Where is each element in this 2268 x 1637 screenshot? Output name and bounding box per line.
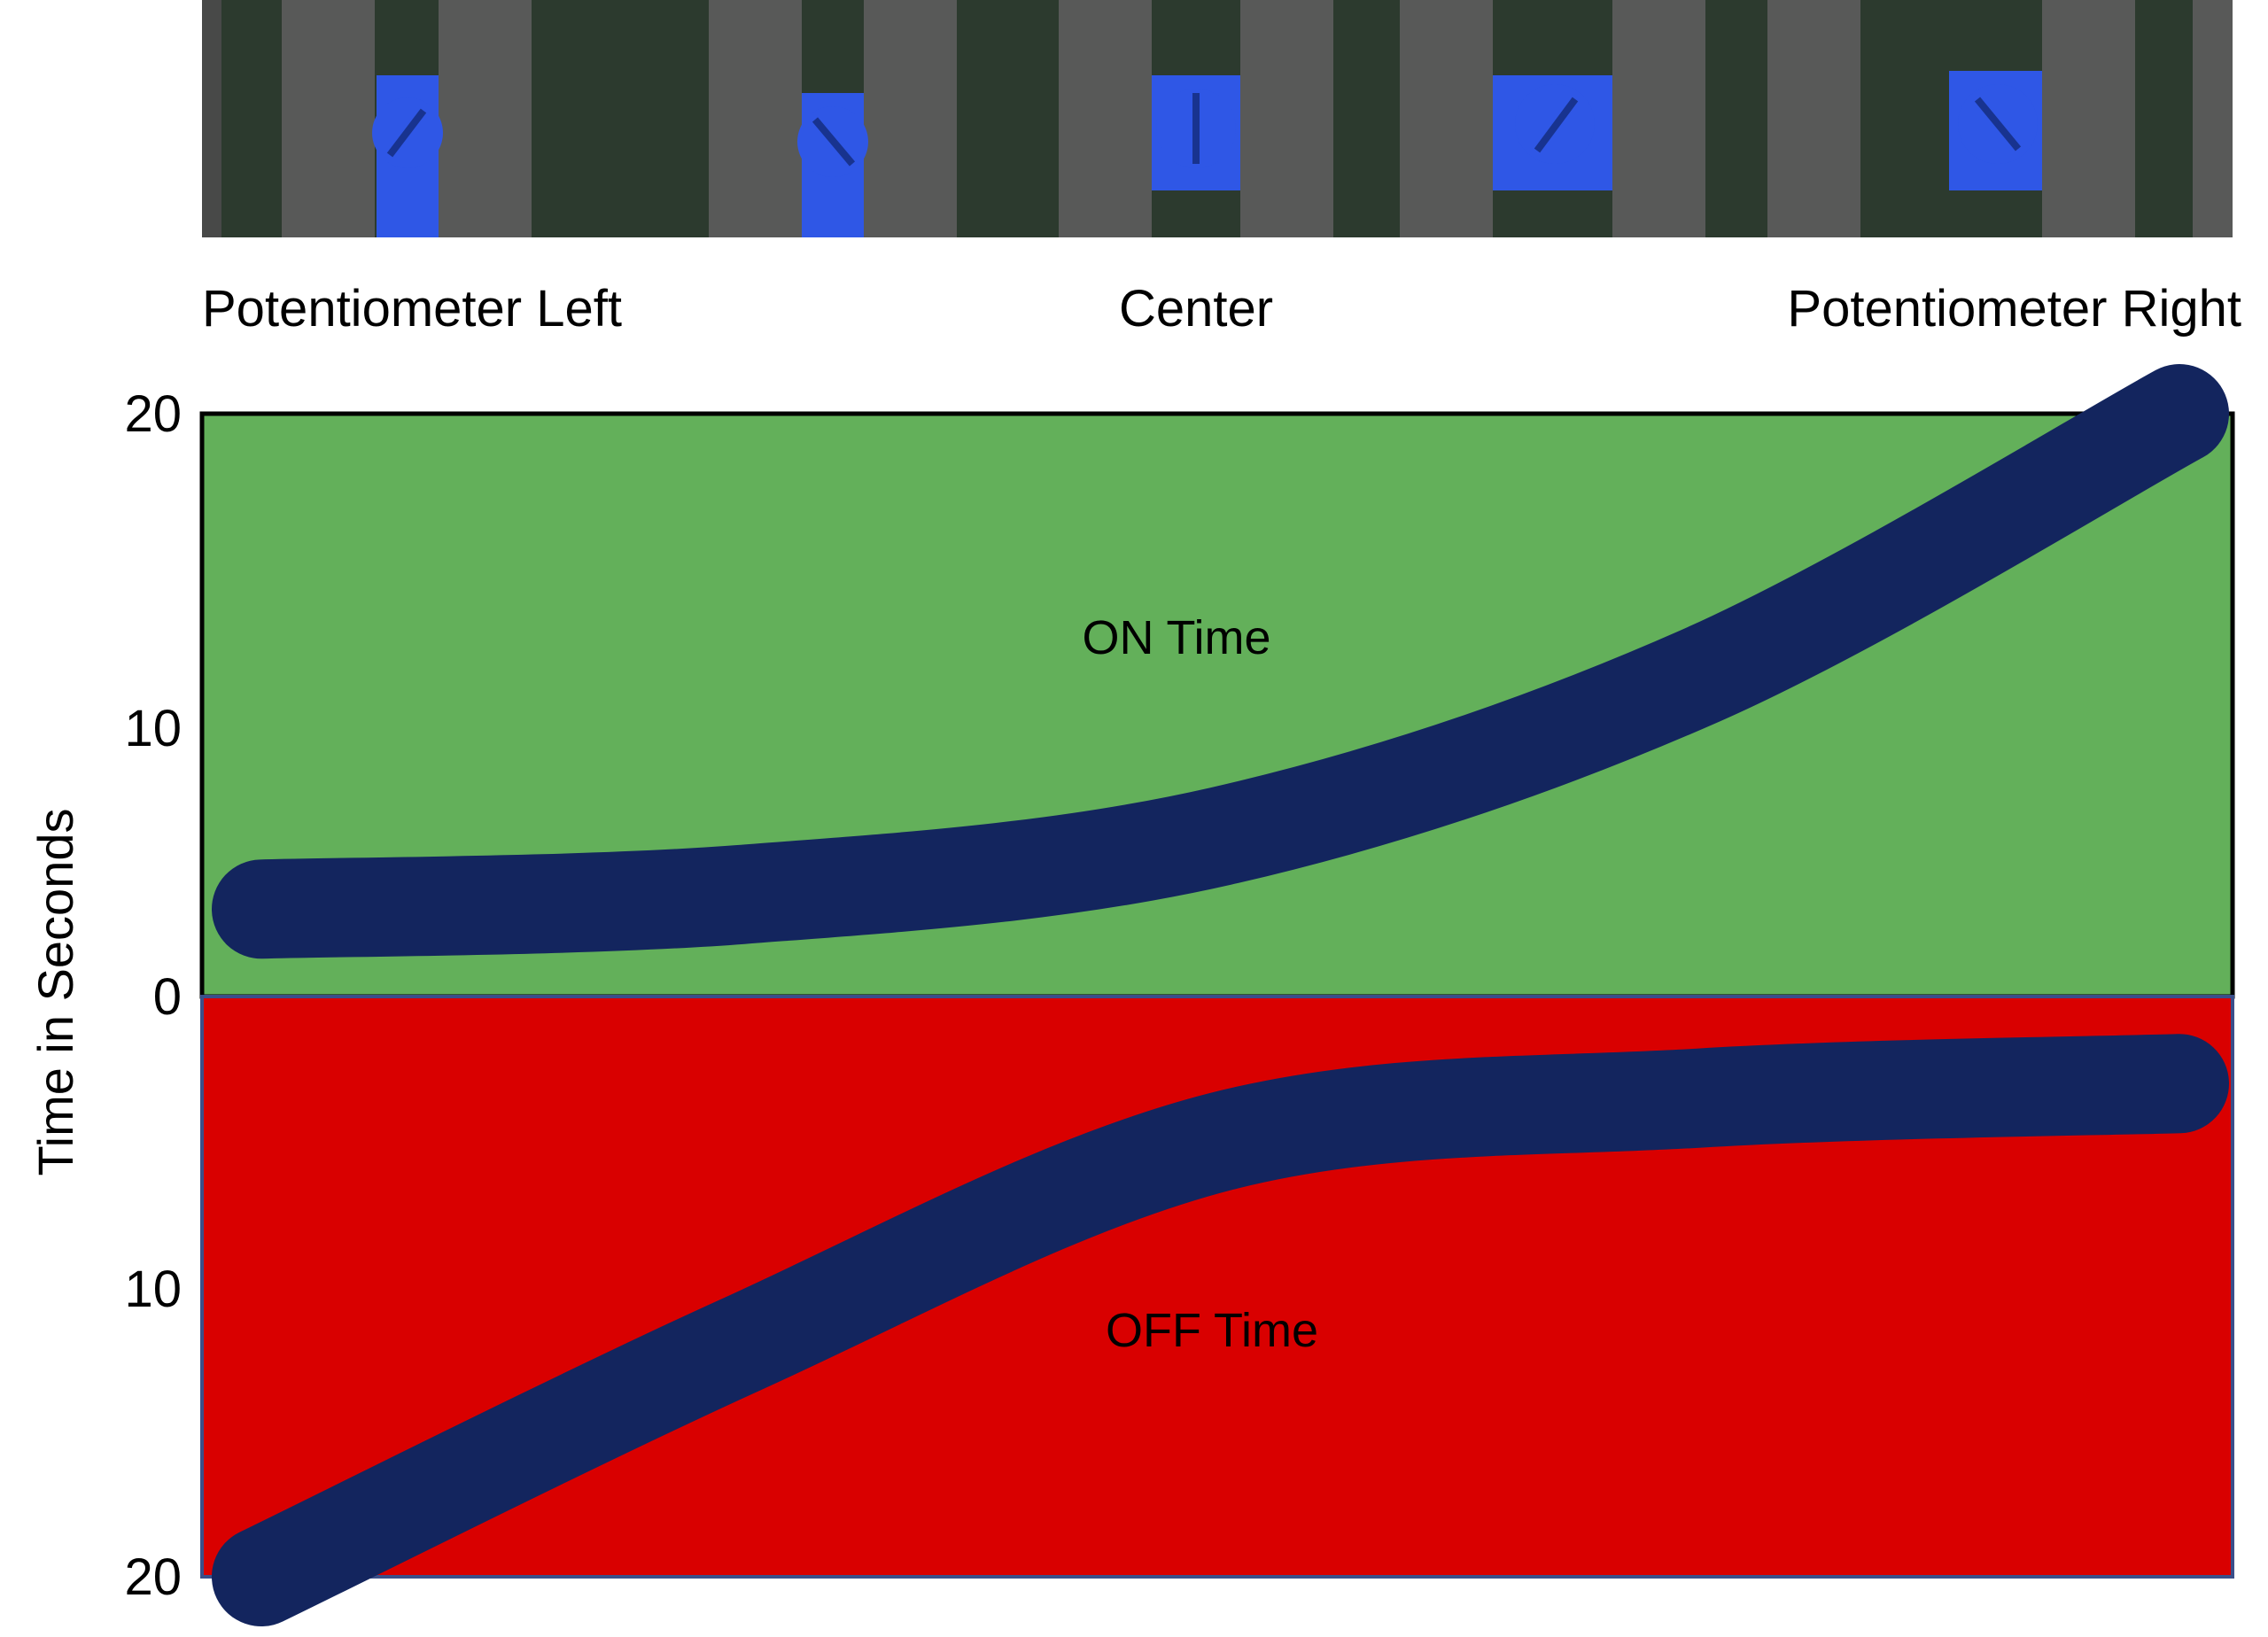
y-tick-bottom-10: 10 (124, 1261, 182, 1318)
knob-left-center (797, 93, 868, 237)
label-potentiometer-left: Potentiometer Left (202, 280, 622, 337)
y-tick-bottom-20: 20 (124, 1548, 182, 1606)
knob-right (1949, 71, 2042, 190)
y-tick-zero: 0 (153, 968, 182, 1026)
knob-center (1152, 75, 1240, 190)
off-time-label: OFF Time (1106, 1304, 1318, 1357)
series-on-time-curve (212, 364, 2229, 959)
on-time-label: ON Time (1082, 611, 1270, 664)
knob-left (372, 75, 443, 237)
label-potentiometer-right: Potentiometer Right (1787, 280, 2241, 337)
label-center: Center (1119, 280, 1273, 337)
knob-right-center (1493, 75, 1612, 190)
series-off-time-curve (212, 1034, 2229, 1626)
y-tick-top-10: 10 (124, 700, 182, 757)
potentiometer-photo-strip (202, 0, 2233, 237)
y-axis-title: Time in Seconds (27, 809, 83, 1176)
y-tick-top-20: 20 (124, 385, 182, 443)
heatsink-fins (202, 0, 2233, 237)
